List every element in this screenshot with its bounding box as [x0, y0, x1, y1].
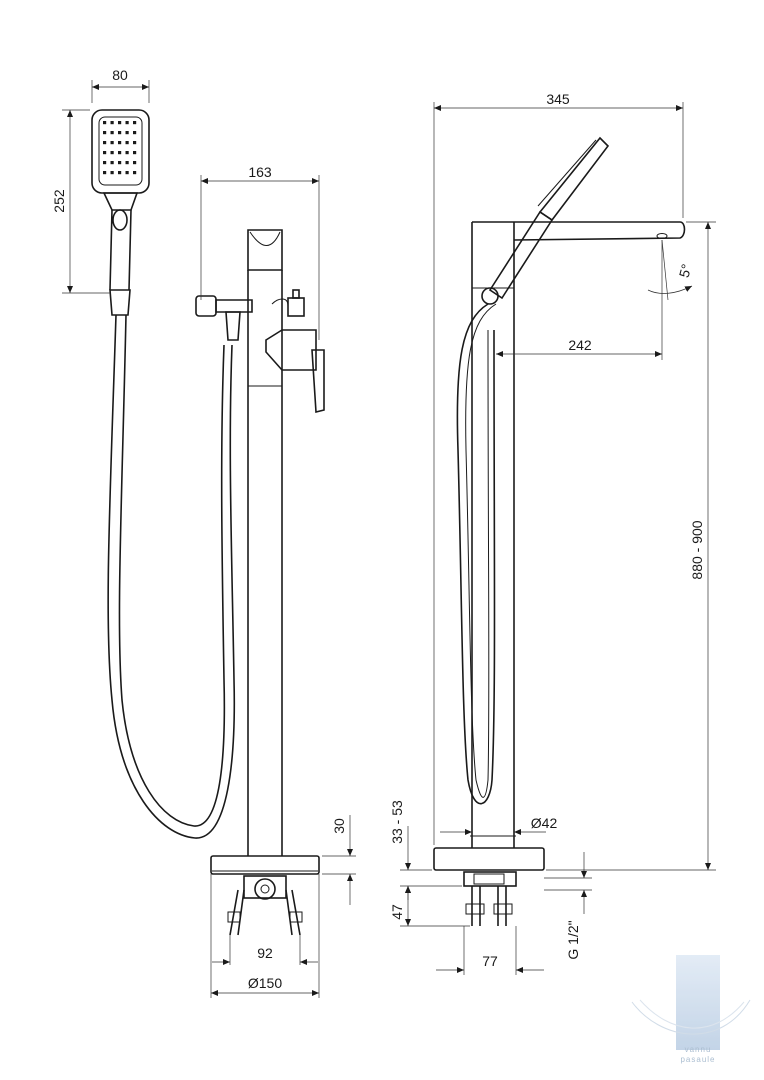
nozzle: [118, 151, 122, 155]
dim-bolt-spacing-front: 92: [257, 945, 273, 961]
dim-thread: G 1/2": [565, 920, 581, 959]
nozzle: [133, 161, 137, 165]
dim-overall-width: 345: [546, 91, 570, 107]
nozzle: [133, 131, 137, 135]
nozzle: [125, 151, 129, 155]
nozzle: [125, 161, 129, 165]
nozzle: [110, 131, 114, 135]
nozzle: [103, 161, 107, 165]
nozzle: [110, 161, 114, 165]
side-view: [433, 136, 686, 926]
nozzle: [133, 121, 137, 125]
nozzle: [118, 141, 122, 145]
dim-spout-angle: 5°: [676, 262, 695, 279]
nozzle: [103, 141, 107, 145]
nozzle: [125, 171, 129, 175]
dim-height-range: 880 - 900: [689, 520, 705, 579]
dim-handshower-height: 252: [51, 189, 67, 213]
front-view: [195, 229, 325, 936]
handshower-view: [91, 109, 236, 839]
nozzle: [118, 171, 122, 175]
watermark-line2: pasaule: [680, 1055, 715, 1064]
dim-base-diameter: Ø150: [248, 975, 282, 991]
nozzle: [125, 141, 129, 145]
dim-column-diameter: Ø42: [531, 815, 558, 831]
nozzle: [118, 121, 122, 125]
watermark-logo: vannu pasaule: [631, 955, 751, 1064]
dim-mount-height: 47: [389, 904, 405, 920]
nozzle-grid: [103, 121, 137, 175]
nozzle: [110, 171, 114, 175]
nozzle: [110, 141, 114, 145]
nozzle: [133, 151, 137, 155]
nozzle: [118, 131, 122, 135]
dim-front-depth: 163: [248, 164, 272, 180]
dim-bolt-spacing-side: 77: [482, 953, 498, 969]
nozzle: [103, 171, 107, 175]
dim-base-offset: 33 - 53: [389, 800, 405, 844]
nozzle: [133, 141, 137, 145]
nozzle: [133, 171, 137, 175]
nozzle: [125, 131, 129, 135]
watermark-line1: vannu: [685, 1045, 712, 1054]
nozzle: [110, 151, 114, 155]
dim-base-height: 30: [331, 818, 347, 834]
nozzle: [110, 121, 114, 125]
nozzle: [118, 161, 122, 165]
nozzle: [103, 131, 107, 135]
dim-spout-reach: 242: [568, 337, 592, 353]
nozzle: [125, 121, 129, 125]
dim-handshower-width: 80: [112, 67, 128, 83]
nozzle: [103, 121, 107, 125]
nozzle: [103, 151, 107, 155]
